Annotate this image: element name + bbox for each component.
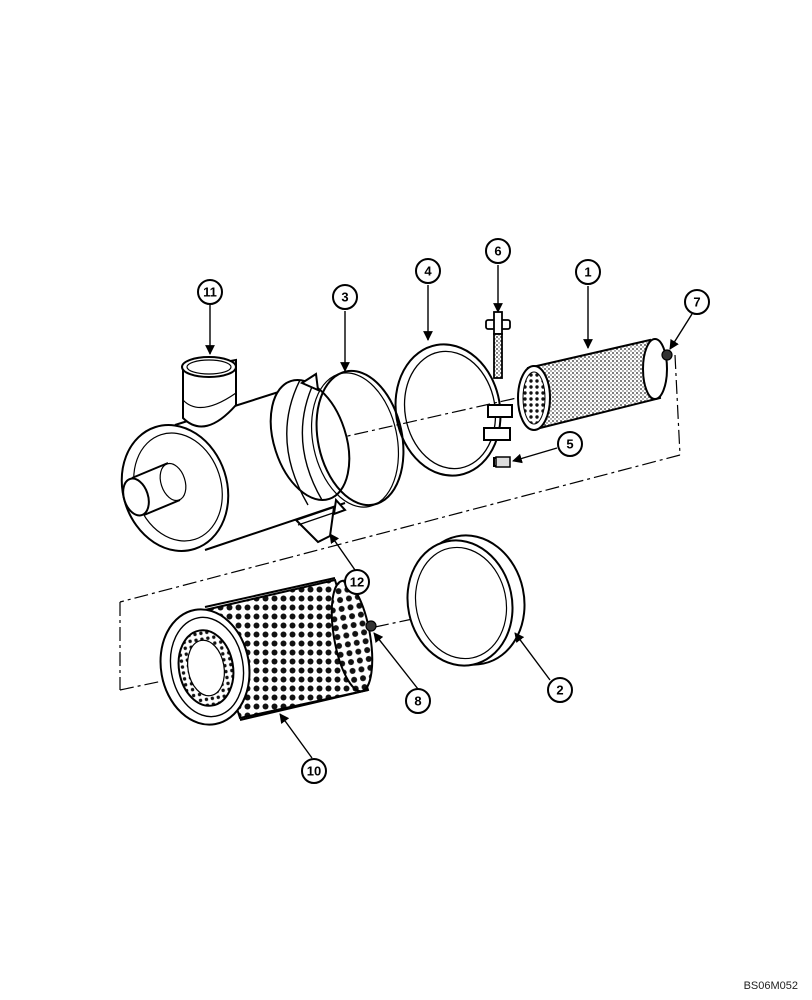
leader-lines	[205, 265, 693, 759]
svg-text:10: 10	[307, 764, 321, 779]
callout-10: 10	[301, 758, 327, 784]
callout-8: 8	[405, 688, 431, 714]
reference-code: BS06M052	[743, 980, 798, 992]
svg-text:12: 12	[350, 575, 364, 590]
callout-5: 5	[557, 431, 583, 457]
wing-nut-5	[495, 456, 511, 468]
svg-text:6: 6	[494, 244, 501, 259]
end-cover	[406, 534, 526, 667]
svg-text:1: 1	[584, 265, 591, 280]
callout-1: 1	[575, 259, 601, 285]
callout-12: 12	[344, 569, 370, 595]
svg-text:11: 11	[203, 285, 217, 300]
band-clamp	[299, 369, 405, 516]
t-bolt	[485, 311, 511, 379]
svg-text:8: 8	[414, 694, 421, 709]
callout-2: 2	[547, 677, 573, 703]
svg-text:7: 7	[693, 295, 700, 310]
callout-11: 11	[197, 279, 223, 305]
clamp-ring	[394, 343, 513, 477]
callout-6: 6	[485, 238, 511, 264]
nut-8	[365, 620, 377, 632]
svg-text:3: 3	[341, 290, 348, 305]
svg-text:4: 4	[424, 264, 432, 279]
callout-4: 4	[415, 258, 441, 284]
callout-7: 7	[684, 289, 710, 315]
svg-text:5: 5	[566, 437, 573, 452]
air-cleaner-housing	[120, 356, 351, 552]
nut-7	[661, 349, 673, 361]
callout-3: 3	[332, 284, 358, 310]
svg-text:2: 2	[556, 683, 563, 698]
safety-element	[517, 338, 668, 431]
primary-element	[159, 577, 374, 726]
